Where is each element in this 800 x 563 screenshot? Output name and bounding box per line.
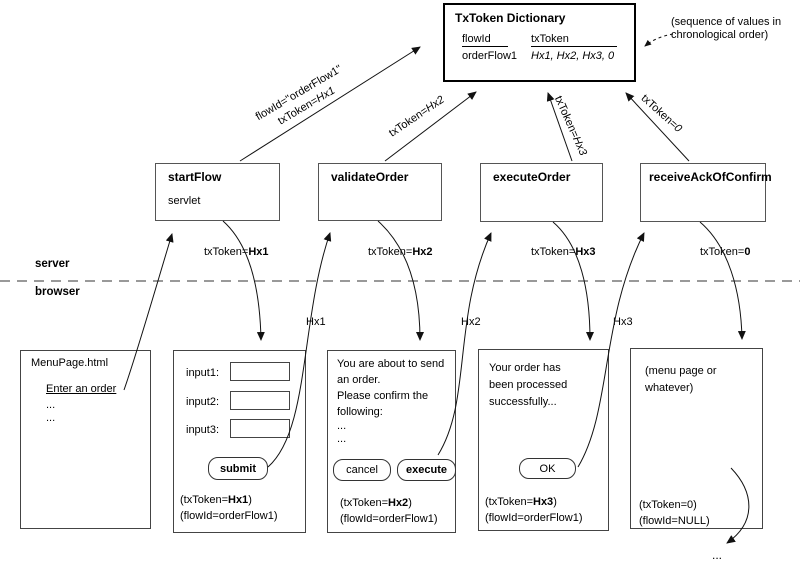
servlet-box-validateorder: validateOrder: [318, 163, 442, 221]
form-token-note: (txToken=Hx1): [180, 494, 252, 506]
confirm-line3: Please confirm the: [337, 390, 429, 402]
success-flowid-note: (flowId=orderFlow1): [485, 512, 583, 524]
servlet-name-validateorder: validateOrder: [331, 170, 409, 184]
browser-page-end: (menu page or whatever) (txToken=0) (flo…: [630, 348, 763, 529]
annotation-line2: chronological order): [671, 29, 769, 41]
success-line3: successfully...: [489, 396, 557, 408]
end-flowid-note: (flowId=NULL): [639, 515, 710, 527]
response-label-hx2: txToken=Hx2: [368, 246, 433, 258]
txtoken-dictionary-box: TxToken Dictionary flowId txToken orderF…: [443, 3, 636, 82]
confirm-token-note: (txToken=Hx2): [340, 497, 412, 509]
success-line2: been processed: [489, 379, 568, 391]
tier-label-server: server: [35, 258, 70, 270]
confirm-ellipsis-2: ...: [337, 433, 347, 445]
request-label-hx1: Hx1: [306, 316, 326, 328]
arrow-executeorder-to-successpage: [552, 221, 594, 341]
arrow-receiveack-to-endpage: [699, 221, 746, 340]
dictionary-row-tokens: Hx1, Hx2, Hx3, 0: [531, 50, 615, 62]
dictionary-row-flowid: orderFlow1: [462, 50, 518, 62]
input1-label: input1:: [186, 367, 220, 379]
cancel-button[interactable]: cancel: [333, 459, 391, 481]
response-label-hx3: txToken=Hx3: [531, 246, 596, 258]
input3-field[interactable]: [230, 419, 290, 438]
confirm-line1: You are about to send: [337, 358, 445, 370]
browser-page-order-form: input1: input2: input3: submit (txToken=…: [173, 350, 306, 533]
form-flowid-note: (flowId=orderFlow1): [180, 510, 278, 522]
response-label-0: txToken=0: [700, 246, 751, 258]
end-line2: whatever): [645, 382, 694, 394]
trailing-ellipsis: ...: [712, 548, 723, 562]
input3-label: input3:: [186, 424, 220, 436]
confirm-line4: following:: [337, 406, 383, 418]
menu-ellipsis-2: ...: [46, 412, 56, 424]
input2-field[interactable]: [230, 391, 290, 410]
servlet-name-receiveackofconfirm: receiveAckOfConfirm: [649, 170, 772, 184]
browser-page-success: Your order has been processed successful…: [478, 349, 609, 531]
arrow-startflow-to-formpage: [222, 220, 265, 341]
annotation-note: (sequence of values in chronological ord…: [671, 16, 781, 42]
annotation-pointer-arrow: [644, 33, 674, 47]
browser-page-menu: MenuPage.html Enter an order ... ...: [20, 350, 151, 529]
request-label-hx3: Hx3: [613, 316, 633, 328]
input1-field[interactable]: [230, 362, 290, 381]
enter-an-order-link[interactable]: Enter an order: [46, 383, 117, 395]
arrow-label-txtoken-0: txToken=0: [638, 92, 685, 135]
browser-page-confirm: You are about to send an order. Please c…: [327, 350, 456, 533]
arrow-label-txtoken-hx3: txToken=Hx3: [551, 94, 589, 158]
arrow-label-startflow-request: flowId="orderFlow1" txToken=Hx1: [253, 62, 353, 138]
end-token-note: (txToken=0): [639, 499, 697, 511]
menu-page-title: MenuPage.html: [31, 357, 109, 369]
servlet-box-receiveackofconfirm: receiveAckOfConfirm: [640, 163, 772, 222]
success-line1: Your order has: [489, 362, 561, 374]
success-token-note: (txToken=Hx3): [485, 496, 557, 508]
ok-button[interactable]: OK: [519, 458, 576, 479]
end-line1: (menu page or: [645, 365, 717, 377]
servlet-box-executeorder: executeOrder: [480, 163, 603, 222]
execute-button[interactable]: execute: [397, 459, 456, 481]
confirm-line2: an order.: [337, 374, 381, 386]
annotation-line1: (sequence of values in: [671, 16, 782, 28]
dictionary-title: TxToken Dictionary: [455, 11, 566, 25]
servlet-subtitle: servlet: [168, 195, 201, 207]
response-label-hx1: txToken=Hx1: [204, 246, 269, 258]
servlet-name-startflow: startFlow: [168, 170, 222, 184]
submit-button[interactable]: submit: [208, 457, 268, 480]
dictionary-column-flowid: flowId: [462, 33, 508, 47]
confirm-flowid-note: (flowId=orderFlow1): [340, 513, 438, 525]
arrow-label-txtoken-hx2: txToken=Hx2: [386, 93, 447, 140]
menu-ellipsis-1: ...: [46, 399, 56, 411]
input2-label: input2:: [186, 396, 220, 408]
servlet-box-startflow: startFlow servlet: [155, 163, 280, 221]
arrow-validateorder-to-confirmpage: [377, 220, 424, 341]
servlet-name-executeorder: executeOrder: [493, 170, 571, 184]
tier-label-browser: browser: [35, 286, 80, 298]
dictionary-column-txtoken: txToken: [531, 33, 617, 47]
confirm-ellipsis-1: ...: [337, 420, 347, 432]
request-label-hx2: Hx2: [461, 316, 481, 328]
